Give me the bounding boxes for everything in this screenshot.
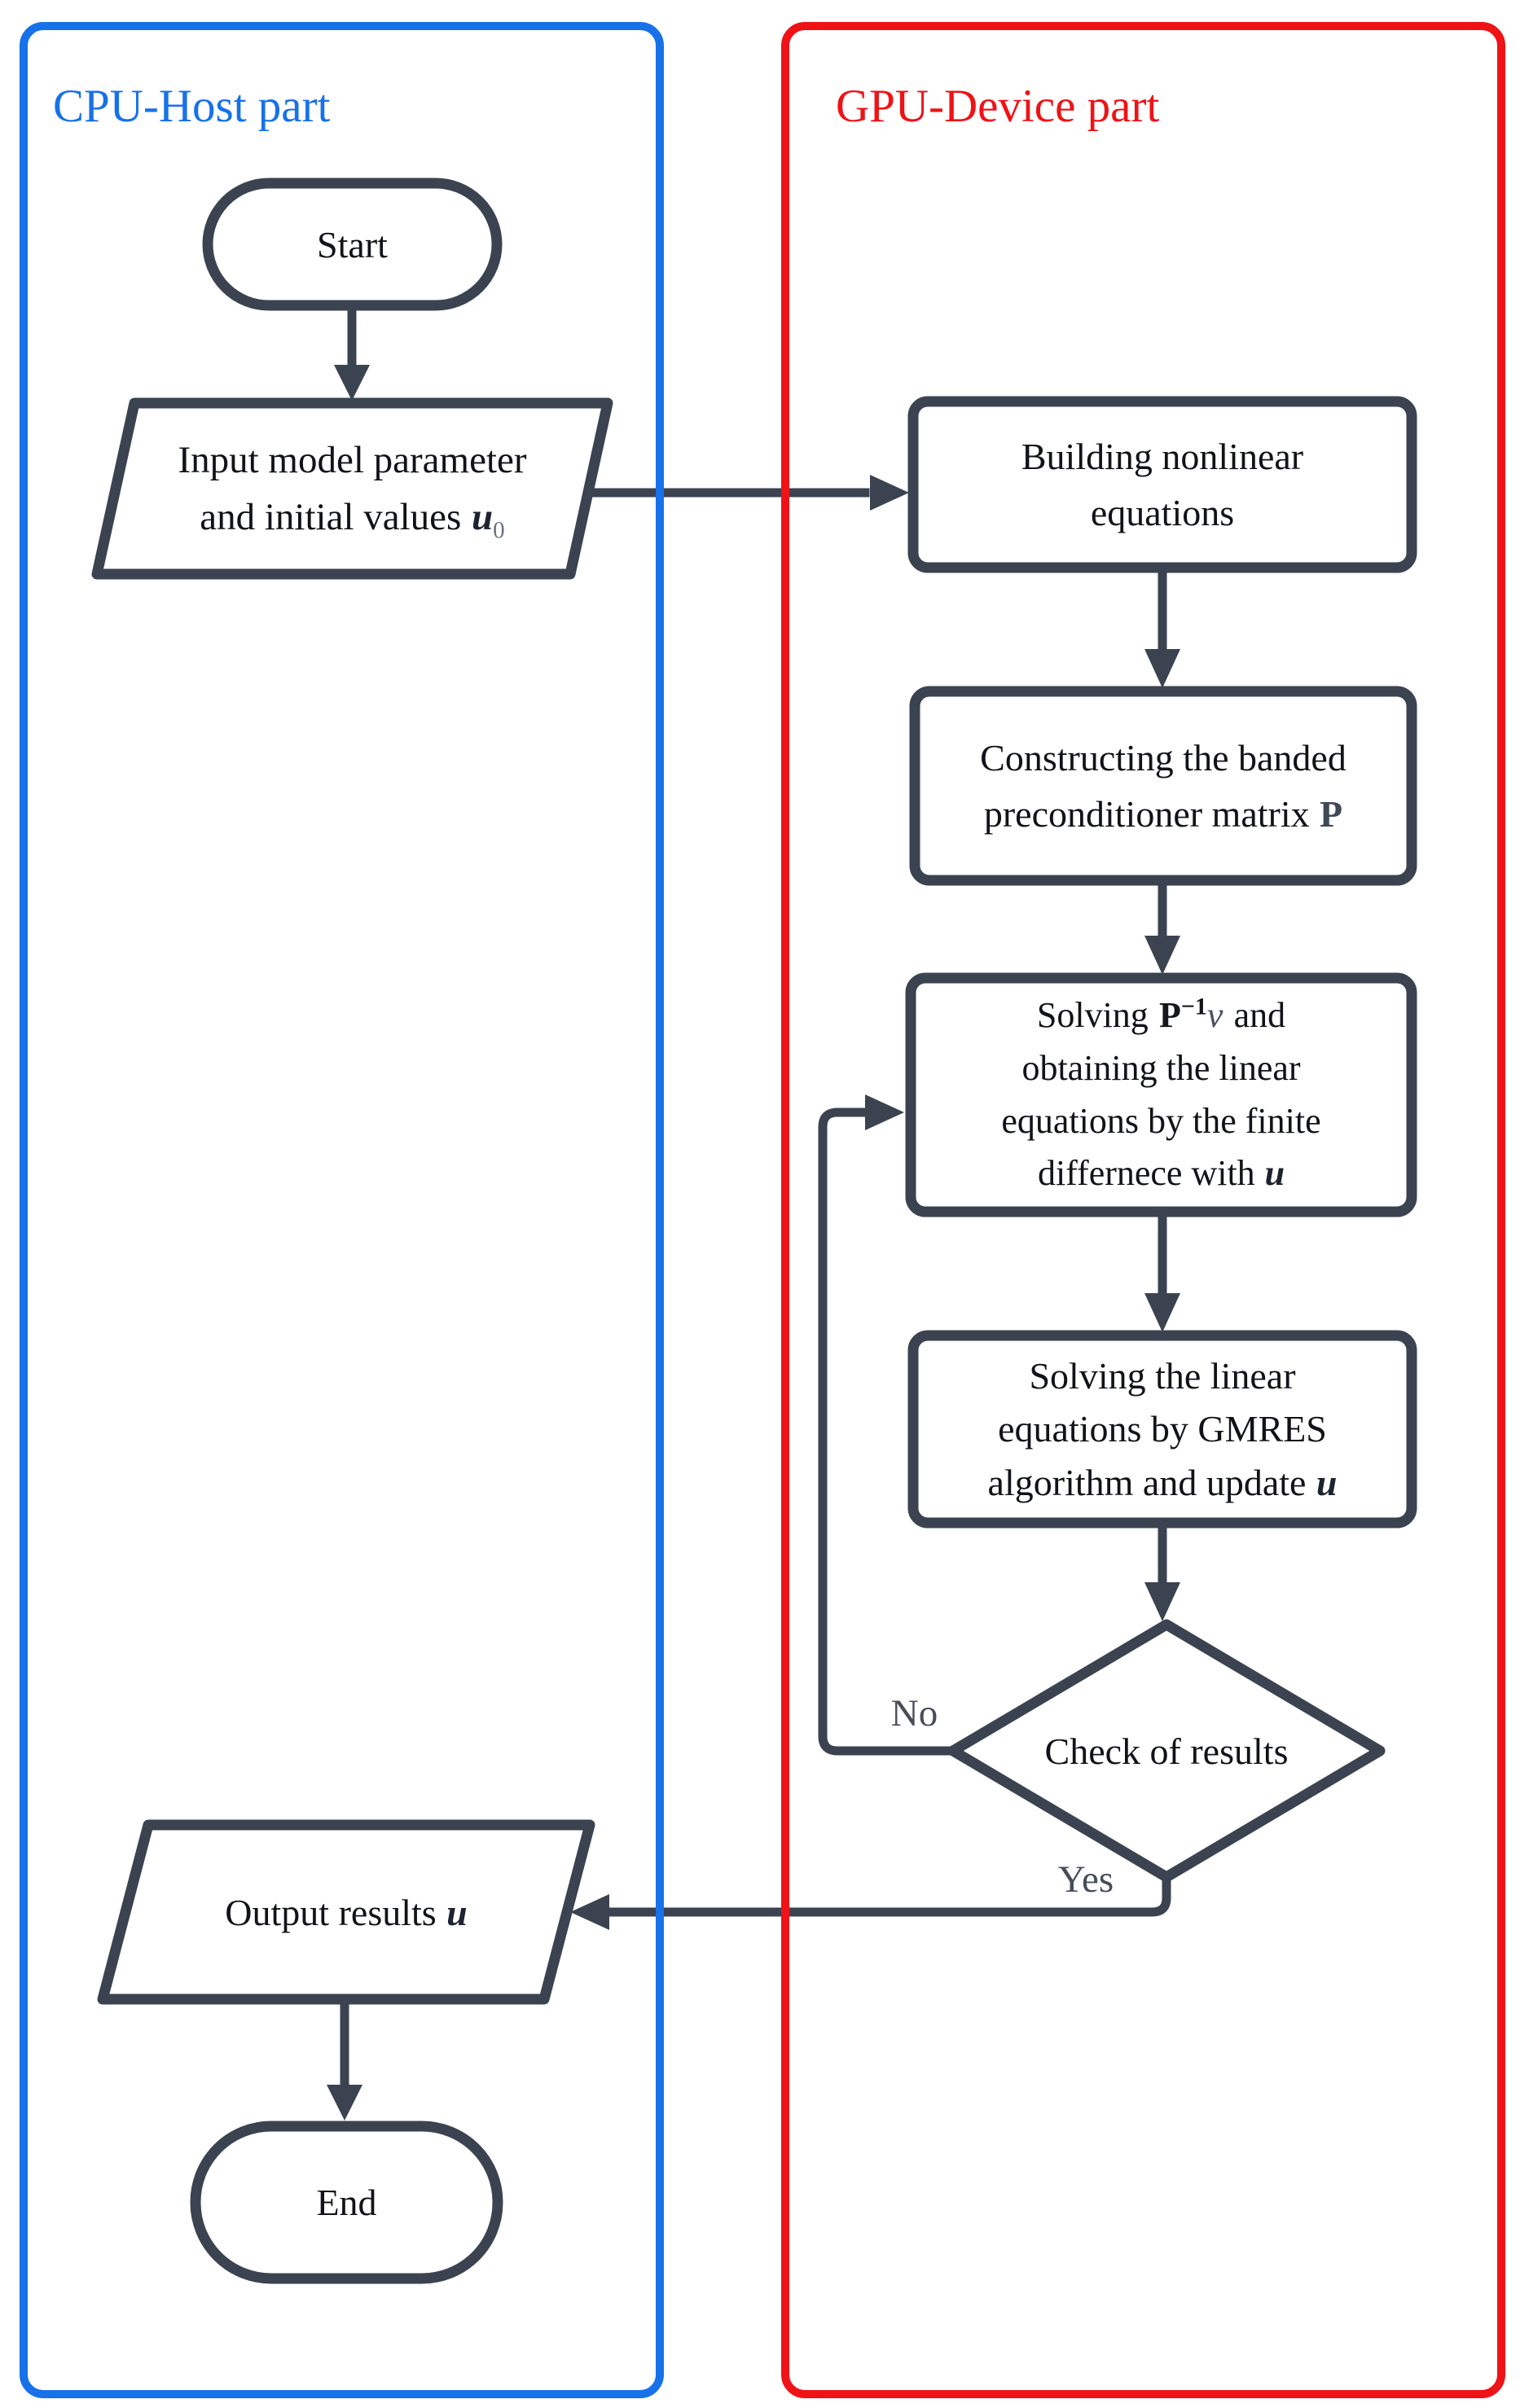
edge-yes-to-output (604, 1871, 1171, 1917)
arrowhead-start-to-input (334, 365, 370, 401)
no-edge-label: No (890, 1692, 938, 1735)
matrix-P: P (1320, 793, 1343, 835)
arrowhead-precond-to-solve (1144, 936, 1180, 975)
gpu-region-title: GPU-Device part (836, 81, 1160, 132)
arrowhead-no-loop (865, 1094, 904, 1130)
gmres-label: Solving the linear equations by GMRES al… (987, 1355, 1338, 1503)
start-label: Start (317, 223, 388, 265)
start-node (202, 178, 503, 311)
arrowhead-build-to-precond (1144, 649, 1180, 688)
input-parallelogram (91, 397, 613, 580)
yes-edge-label: Yes (1057, 1858, 1114, 1901)
u-variable: u (446, 1891, 468, 1933)
arrowhead-gmres-to-check (1144, 1582, 1180, 1621)
end-node (190, 2121, 503, 2284)
arrowhead-input-to-build (870, 475, 909, 511)
cpu-region-title: CPU-Host part (53, 81, 331, 132)
check-diamond (947, 1619, 1386, 1883)
gmres-node (907, 1330, 1417, 1529)
build-node (907, 396, 1417, 573)
arrowhead-solve-to-gmres (1144, 1293, 1180, 1332)
check-label: Check of results (1044, 1730, 1289, 1772)
precond-node (909, 686, 1417, 886)
build-label: Building nonlinear equations (1021, 436, 1304, 533)
cpu-region-border (20, 22, 664, 2398)
output-parallelogram (97, 1819, 595, 2005)
u-variable: u (1264, 1153, 1285, 1194)
end-label: End (316, 2182, 377, 2223)
precond-label: Constructing the banded preconditioner m… (980, 737, 1346, 835)
u-variable: u (1316, 1461, 1338, 1503)
arrowhead-yes-to-output (570, 1894, 609, 1930)
u0-variable: u (472, 496, 494, 538)
input-label: Input model parameter and initial values… (97, 403, 608, 574)
P-inverse-v-formula: P−1v (1158, 993, 1223, 1036)
gpu-region-border (781, 22, 1505, 2398)
arrowhead-output-to-end (327, 2085, 362, 2121)
input-line1: Input model parameter (178, 438, 527, 481)
solve-node (905, 972, 1417, 1217)
edge-no-loop (818, 1108, 958, 1756)
